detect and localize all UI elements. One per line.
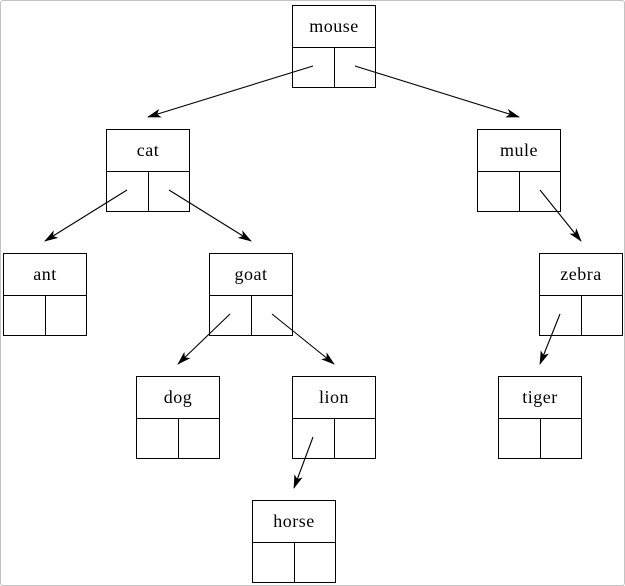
node-pointer-cells bbox=[253, 543, 335, 582]
node-pointer-cells bbox=[107, 172, 189, 211]
tree-node-lion: lion bbox=[292, 376, 376, 459]
right-pointer-cell bbox=[149, 172, 190, 211]
right-pointer-cell bbox=[295, 543, 336, 582]
tree-node-dog: dog bbox=[136, 376, 220, 459]
node-label: cat bbox=[107, 130, 189, 172]
node-label: tiger bbox=[499, 377, 581, 419]
node-pointer-cells bbox=[137, 419, 219, 458]
left-pointer-cell bbox=[253, 543, 295, 582]
left-pointer-cell bbox=[4, 296, 46, 335]
right-pointer-cell bbox=[335, 419, 376, 458]
tree-node-zebra: zebra bbox=[539, 253, 623, 336]
left-pointer-cell bbox=[293, 419, 335, 458]
left-pointer-cell bbox=[210, 296, 252, 335]
right-pointer-cell bbox=[582, 296, 623, 335]
right-pointer-cell bbox=[541, 419, 582, 458]
tree-node-horse: horse bbox=[252, 500, 336, 583]
tree-node-ant: ant bbox=[3, 253, 87, 336]
right-pointer-cell bbox=[46, 296, 87, 335]
tree-node-goat: goat bbox=[209, 253, 293, 336]
node-label: lion bbox=[293, 377, 375, 419]
node-pointer-cells bbox=[293, 48, 375, 87]
tree-node-mouse: mouse bbox=[292, 5, 376, 88]
left-pointer-cell bbox=[540, 296, 582, 335]
node-pointer-cells bbox=[540, 296, 622, 335]
node-pointer-cells bbox=[210, 296, 292, 335]
node-label: mule bbox=[478, 130, 560, 172]
left-pointer-cell bbox=[293, 48, 335, 87]
node-pointer-cells bbox=[4, 296, 86, 335]
edge-mouse-left-cat bbox=[147, 65, 314, 118]
node-label: zebra bbox=[540, 254, 622, 296]
tree-node-tiger: tiger bbox=[498, 376, 582, 459]
right-pointer-cell bbox=[179, 419, 220, 458]
node-pointer-cells bbox=[478, 172, 560, 211]
left-pointer-cell bbox=[107, 172, 149, 211]
node-label: mouse bbox=[293, 6, 375, 48]
right-pointer-cell bbox=[520, 172, 561, 211]
edge-mouse-right-mule bbox=[354, 65, 520, 118]
node-label: ant bbox=[4, 254, 86, 296]
node-pointer-cells bbox=[499, 419, 581, 458]
node-label: goat bbox=[210, 254, 292, 296]
node-pointer-cells bbox=[293, 419, 375, 458]
right-pointer-cell bbox=[335, 48, 376, 87]
right-pointer-cell bbox=[252, 296, 293, 335]
left-pointer-cell bbox=[499, 419, 541, 458]
left-pointer-cell bbox=[137, 419, 179, 458]
node-label: horse bbox=[253, 501, 335, 543]
left-pointer-cell bbox=[478, 172, 520, 211]
node-label: dog bbox=[137, 377, 219, 419]
tree-node-cat: cat bbox=[106, 129, 190, 212]
tree-node-mule: mule bbox=[477, 129, 561, 212]
